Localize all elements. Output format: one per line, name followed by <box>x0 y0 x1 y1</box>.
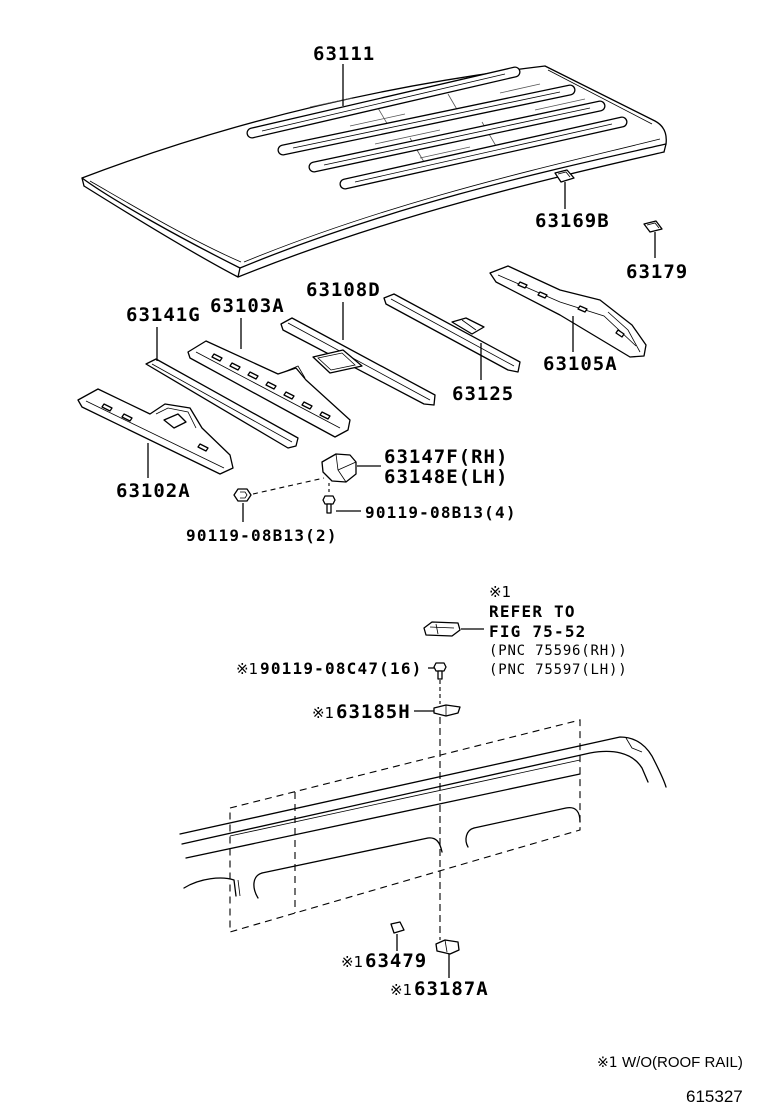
label-clip-upper: 63185H <box>336 701 411 723</box>
roof-rib-4 <box>339 116 628 190</box>
label-bracket-lh: 63148E(LH) <box>384 466 508 488</box>
label-bow-front: 63103A <box>210 295 285 317</box>
bow-front-drawing <box>187 340 351 438</box>
bracket-drawing <box>321 453 357 483</box>
note-mark-clip-lower: ※1 <box>390 981 412 999</box>
reference-pnc-lh: (PNC 75597(LH)) <box>489 662 627 678</box>
reference-pnc-rh: (PNC 75596(RH)) <box>489 643 627 659</box>
label-bolt-qty2: 90119-08B13(2) <box>186 526 338 545</box>
reference-note-mark: ※1 <box>489 583 511 601</box>
rail-cover-clip-drawing <box>423 621 461 637</box>
label-bracket-rh: 63147F(RH) <box>384 446 508 468</box>
pad-drawing <box>390 921 405 934</box>
label-pad: 63479 <box>365 950 427 972</box>
header-drawing <box>77 388 234 475</box>
clip-upper-drawing <box>433 704 461 717</box>
bolt-qty16-drawing <box>433 662 447 680</box>
bolt-qty4-drawing <box>322 483 336 514</box>
bow-center-drawing <box>280 317 436 406</box>
rail-inner-drawing <box>383 293 521 373</box>
label-bow-center: 63108D <box>306 279 381 301</box>
footnote-mark: ※1 <box>597 1055 618 1071</box>
label-rail-inner: 63125 <box>452 383 514 405</box>
note-mark-bolt-qty16: ※1 <box>236 660 258 678</box>
bolt-qty2-drawing <box>233 477 325 502</box>
footnote-text: W/O(ROOF RAIL) <box>622 1054 743 1071</box>
roof-rib-3 <box>308 100 606 173</box>
strip-drawing <box>145 358 299 449</box>
label-roof-panel: 63111 <box>313 43 375 65</box>
roof-side-drawing <box>179 736 667 899</box>
note-mark-clip-upper: ※1 <box>312 704 334 722</box>
reference-line-2: FIG 75-52 <box>489 622 587 641</box>
detail-frame <box>229 719 581 933</box>
label-bow-rear: 63105A <box>543 353 618 375</box>
roof-pad-rear-drawing <box>643 220 663 233</box>
bow-rear-drawing <box>489 265 647 358</box>
figure-id: 615327 <box>686 1087 743 1106</box>
roof-rib-2 <box>277 84 576 156</box>
reference-line-1: REFER TO <box>489 602 576 621</box>
note-mark-pad: ※1 <box>341 953 363 971</box>
label-bolt-qty16: 90119-08C47(16) <box>260 659 423 678</box>
roof-pad-front-drawing <box>554 169 575 183</box>
label-bolt-qty4: 90119-08B13(4) <box>365 503 517 522</box>
clip-lower-drawing <box>435 939 460 955</box>
label-header: 63102A <box>116 480 191 502</box>
roof-panel-drawing <box>81 65 667 278</box>
label-roof-pad-front: 63169B <box>535 210 610 232</box>
roof-rib-1 <box>246 66 521 139</box>
label-clip-lower: 63187A <box>414 978 489 1000</box>
label-strip: 63141G <box>126 304 201 326</box>
label-roof-pad-rear: 63179 <box>626 261 688 283</box>
